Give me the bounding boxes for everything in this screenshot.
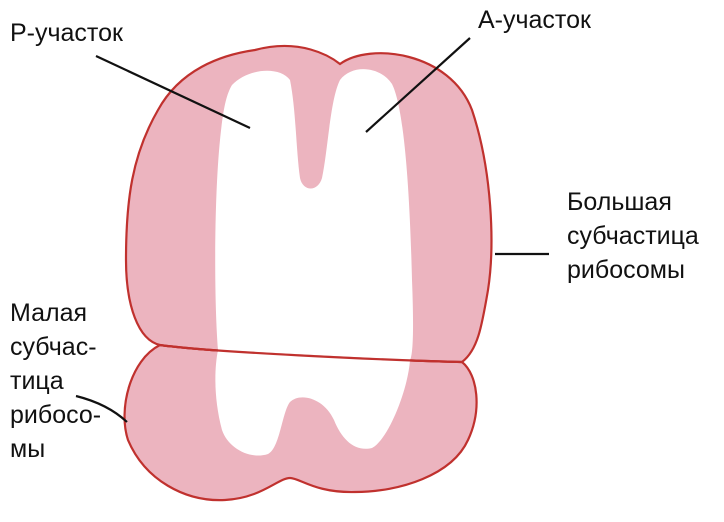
large-subunit-label-line-2: субчастица [567,219,699,253]
small-subunit-label-line-3: тица [10,364,101,398]
a-site-label: А-участок [478,3,591,37]
large-subunit-label-line-1: Большая [567,185,699,219]
small-subunit-label-line-5: мы [10,432,101,466]
small-subunit-label-line-2: субчас- [10,330,101,364]
p-site-label: Р-участок [10,16,123,50]
small-subunit-label-line-4: рибосо- [10,398,101,432]
small-subunit-label-line-1: Малая [10,296,101,330]
large-subunit-label: Большая субчастица рибосомы [567,185,699,287]
small-subunit-label: Малая субчас- тица рибосо- мы [10,296,101,466]
large-subunit-label-line-3: рибосомы [567,253,699,287]
